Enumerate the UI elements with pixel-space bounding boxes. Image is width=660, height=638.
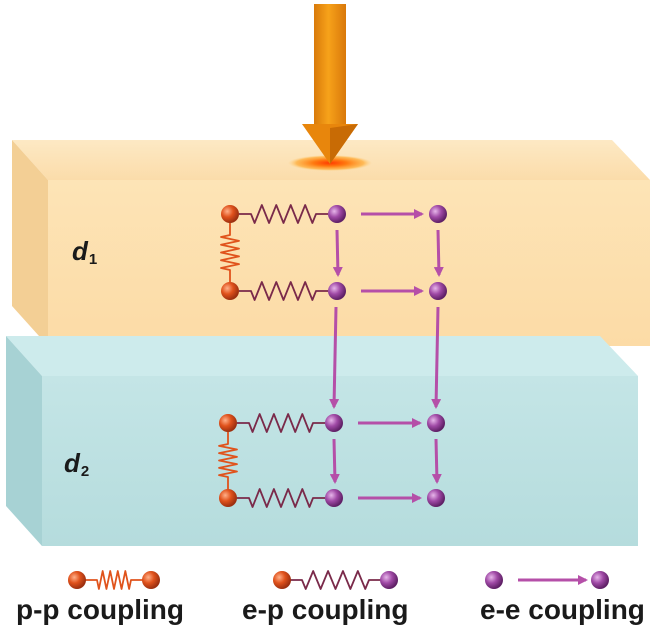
legend-electron-icon (591, 571, 609, 589)
layer-label-d2: d2 (64, 448, 90, 480)
electron-particle (325, 414, 343, 432)
ee-arrow-interlayer-right (431, 306, 442, 409)
ee-arrow-interlayer-left (329, 306, 340, 409)
layer-d2-slab (6, 336, 638, 546)
legend-label-ee: e-e coupling (480, 594, 645, 625)
ep-spring-top-d2 (237, 413, 325, 433)
ee-arrow-down-left-d1 (332, 229, 343, 277)
laser-pulse-arrow (288, 4, 372, 171)
ee-arrow-down-right-d1 (433, 229, 444, 277)
particles-group (219, 205, 447, 507)
legend-electron-icon (485, 571, 503, 589)
legend-label-ep: e-p coupling (242, 594, 409, 625)
ep-spring-top-d1 (239, 204, 328, 224)
layer-d1-slab (12, 140, 650, 346)
legend-glyphs (68, 570, 609, 590)
ee-arrow-down-right-d2 (431, 438, 442, 484)
electron-particle (328, 205, 346, 223)
legend-electron-icon (380, 571, 398, 589)
legend-phonon-icon (273, 571, 291, 589)
phonon-particle (219, 489, 237, 507)
electron-particle (328, 282, 346, 300)
springs-group (218, 204, 328, 508)
pp-spring-d2 (218, 432, 238, 489)
legend-label-pp: p-p coupling (16, 594, 184, 625)
ee-arrow-down-left-d2 (329, 438, 340, 484)
electron-particle (427, 414, 445, 432)
electron-particle (325, 489, 343, 507)
legend-pp-spring (85, 570, 143, 590)
legend-phonon-icon (68, 571, 86, 589)
legend-phonon-icon (142, 571, 160, 589)
pp-spring-d1 (220, 223, 240, 282)
phonon-particle (221, 282, 239, 300)
electron-particle (429, 205, 447, 223)
ep-spring-bottom-d1 (239, 281, 328, 301)
legend-ep-spring (290, 570, 381, 590)
phonon-particle (219, 414, 237, 432)
layer-label-d1: d1 (72, 236, 98, 268)
electron-particle (429, 282, 447, 300)
phonon-particle (221, 205, 239, 223)
ep-spring-bottom-d2 (237, 488, 325, 508)
arrows-group (329, 209, 444, 503)
electron-particle (427, 489, 445, 507)
